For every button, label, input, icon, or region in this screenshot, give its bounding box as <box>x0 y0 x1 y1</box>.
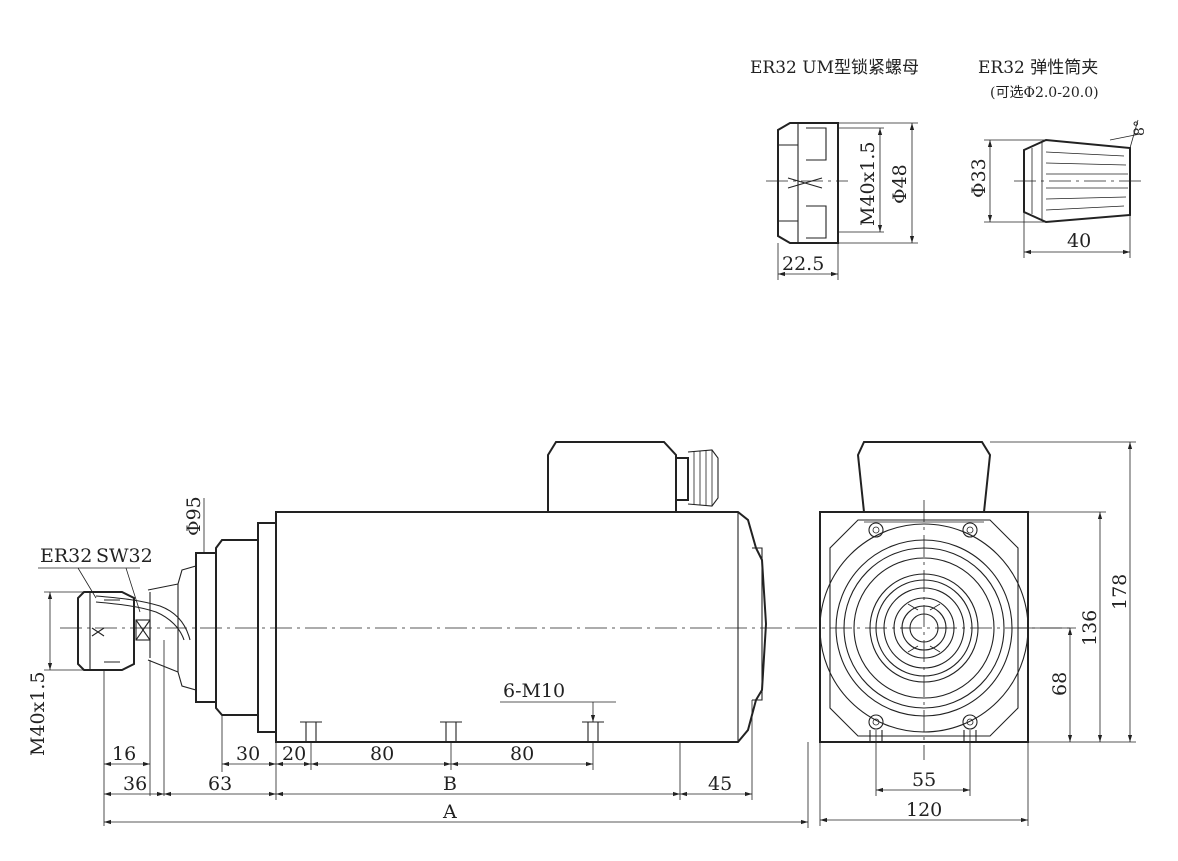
dim-A: A <box>442 801 457 823</box>
er32-label: ER32 <box>40 545 92 567</box>
spindle-side-view: 6-M10 ER32 SW32 Φ95 M40x1.5 16 30 20 80 … <box>27 441 1074 828</box>
collet-angle-dim: 8° <box>1132 120 1148 136</box>
dim-B: B <box>443 773 457 795</box>
dim-178: 178 <box>1109 574 1131 610</box>
collet-subtitle: (可选Φ2.0-20.0) <box>990 85 1099 101</box>
dim-63: 63 <box>208 773 232 795</box>
dim-55: 55 <box>912 769 936 791</box>
spindle-thread-dim: M40x1.5 <box>27 671 49 756</box>
collet-length-dim: 40 <box>1067 230 1091 252</box>
dim-80-second: 80 <box>510 743 534 765</box>
holes-label: 6-M10 <box>503 680 565 702</box>
collet-title: ER32 弹性筒夹 <box>978 58 1098 78</box>
nut-width-dim: 22.5 <box>782 253 824 275</box>
dim-80-first: 80 <box>370 743 394 765</box>
dim-45: 45 <box>708 773 732 795</box>
dim-36: 36 <box>123 773 147 795</box>
flange-diameter-dim: Φ95 <box>183 496 205 536</box>
lock-nut-detail: ER32 UM型锁紧螺母 22.5 M40x1.5 Φ48 <box>750 58 919 280</box>
collet-diameter-dim: Φ33 <box>968 158 990 198</box>
collet-detail: ER32 弹性筒夹 (可选Φ2.0-20.0) Φ33 40 8° <box>968 58 1148 258</box>
spindle-end-view: 178 136 68 55 120 <box>819 441 1136 826</box>
nut-thread-dim: M40x1.5 <box>857 141 879 226</box>
dim-136: 136 <box>1079 610 1101 646</box>
dim-30: 30 <box>236 743 260 765</box>
dim-120: 120 <box>906 799 942 821</box>
dim-68: 68 <box>1049 672 1071 696</box>
sw32-label: SW32 <box>96 545 153 567</box>
nut-title: ER32 UM型锁紧螺母 <box>750 58 919 78</box>
dim-20: 20 <box>282 743 306 765</box>
nut-diameter-dim: Φ48 <box>889 164 911 204</box>
dim-16: 16 <box>112 743 136 765</box>
